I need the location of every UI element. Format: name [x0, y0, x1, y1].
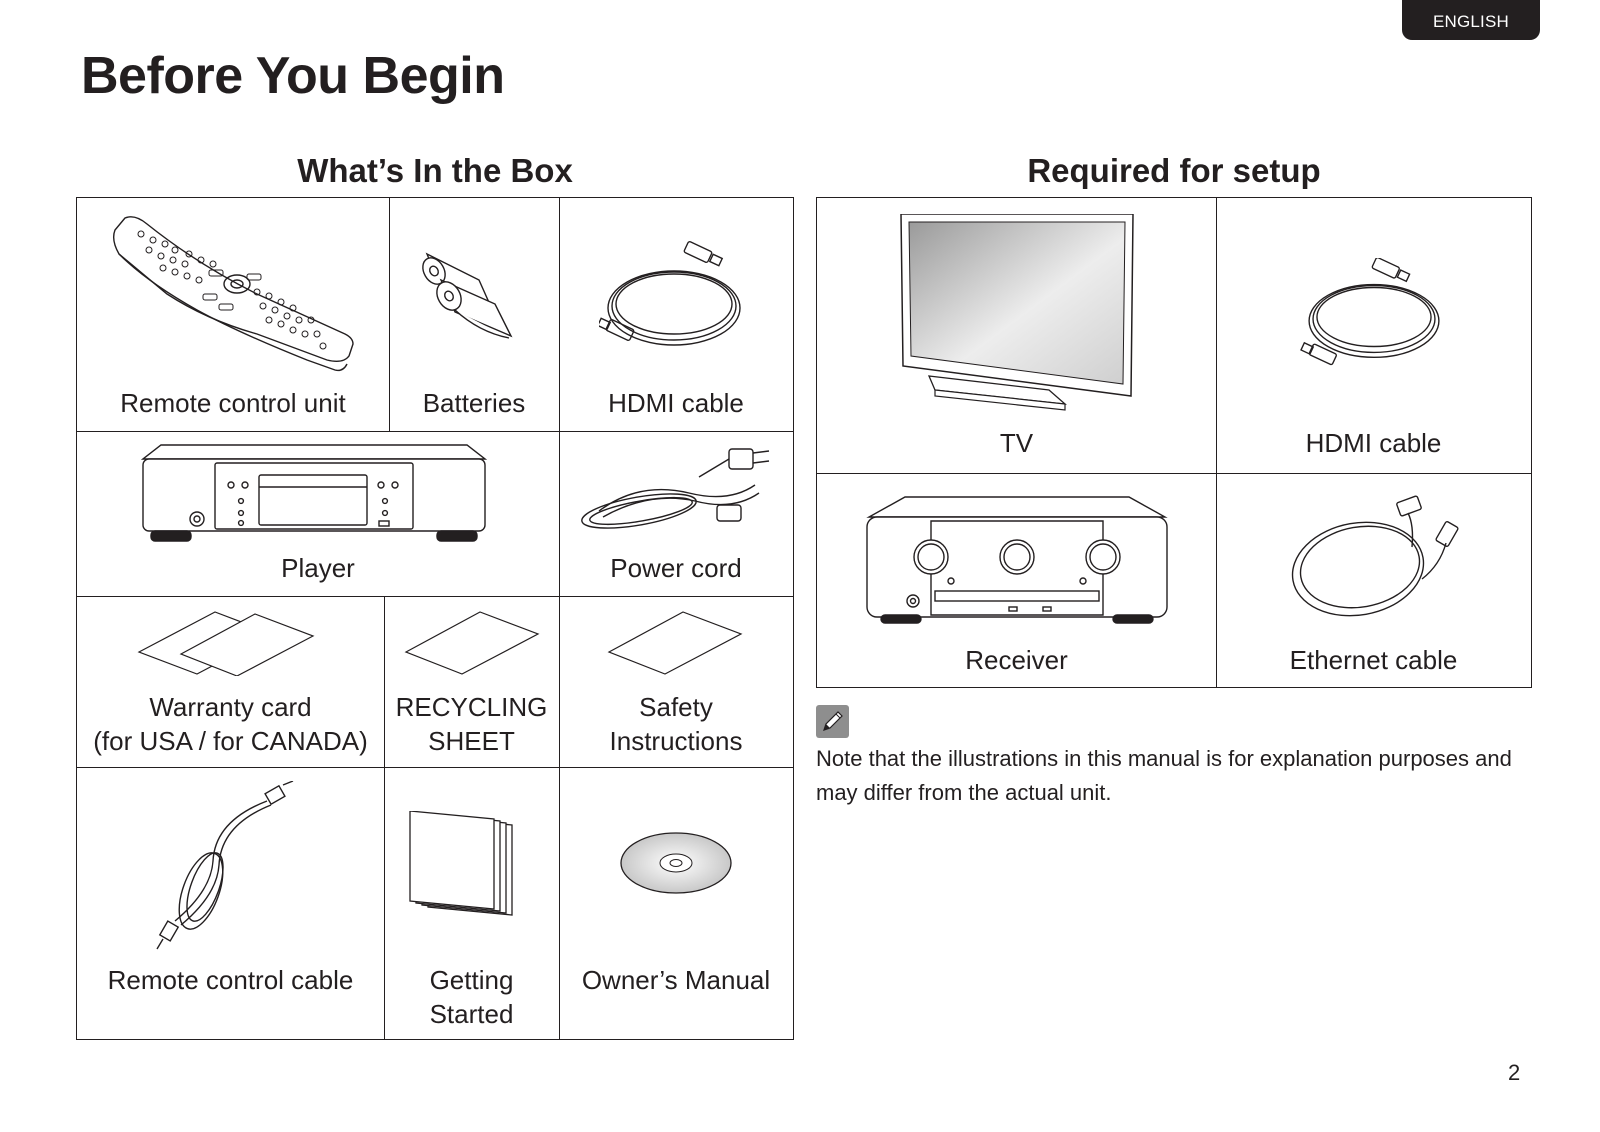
cell-recycling-sheet: RECYCLING SHEET [384, 596, 559, 767]
getting-started-booklet-icon [409, 811, 513, 916]
power-cord-icon [581, 448, 770, 529]
owners-manual-label: Owner’s Manual [581, 965, 771, 995]
hdmi-cable-icon [1300, 258, 1440, 366]
cell-power-cord: Power cord [559, 431, 793, 596]
note-text: Note that the illustrations in this manu… [816, 746, 1512, 805]
remote-control-icon [112, 216, 354, 372]
cell-tv: TV [817, 198, 1216, 473]
remote-control-cable-label: Remote control cable [107, 965, 354, 995]
cell-owners-manual: Owner’s Manual [559, 767, 793, 1040]
cell-safety-instructions: Safety Instructions [559, 596, 793, 767]
cell-ethernet-cable: Ethernet cable [1216, 473, 1531, 688]
player-label: Player [281, 553, 355, 583]
getting-started-label-line2: Started [429, 999, 514, 1029]
safety-label-line1: Safety [639, 692, 713, 722]
cell-remote-control-cable: Remote control cable [77, 767, 384, 1040]
cell-required-hdmi-cable: HDMI cable [1216, 198, 1531, 473]
batteries-label: Batteries [422, 388, 526, 418]
safety-label-line2: Instructions [609, 726, 743, 756]
remote-control-label: Remote control unit [120, 388, 346, 418]
player-device-icon [141, 444, 487, 542]
in-box-table: Remote control unit Batteries [76, 197, 794, 1040]
receiver-label: Receiver [965, 645, 1068, 675]
recycling-label-line2: SHEET [428, 726, 515, 756]
cell-hdmi-cable: HDMI cable [559, 198, 793, 431]
tv-icon [900, 214, 1134, 411]
power-cord-label: Power cord [610, 553, 742, 583]
getting-started-label-line1: Getting [429, 965, 514, 995]
required-setup-title: Required for setup [1027, 152, 1321, 189]
cell-batteries: Batteries [389, 198, 559, 431]
safety-instructions-icon [607, 611, 743, 675]
recycling-sheet-icon [404, 611, 540, 675]
hdmi-cable-icon [599, 241, 741, 346]
warranty-label-line1: Warranty card [149, 692, 312, 722]
recycling-label-line1: RECYCLING [395, 692, 548, 722]
cell-player: Player [77, 431, 559, 596]
hdmi-cable-label: HDMI cable [608, 388, 744, 418]
cell-getting-started: Getting Started [384, 767, 559, 1040]
page-title: Before You Begin [81, 47, 505, 105]
ethernet-cable-icon [1291, 495, 1459, 617]
pencil-note-icon [816, 705, 849, 738]
in-box-title: What’s In the Box [297, 152, 573, 189]
cell-warranty-card: Warranty card (for USA / for CANADA) [77, 596, 384, 767]
cell-receiver: Receiver [817, 473, 1216, 688]
cell-remote-control: Remote control unit [77, 198, 389, 431]
language-tab[interactable]: ENGLISH [1402, 0, 1540, 40]
receiver-device-icon [866, 496, 1168, 624]
warranty-label-line2: (for USA / for CANADA) [93, 726, 368, 756]
ethernet-cable-label: Ethernet cable [1289, 645, 1458, 675]
page-number: 2 [1508, 1060, 1521, 1085]
batteries-icon [422, 252, 513, 339]
required-hdmi-cable-label: HDMI cable [1305, 428, 1442, 458]
cd-rom-icon [620, 832, 732, 894]
required-setup-table: TV HDMI cable [816, 197, 1532, 688]
remote-control-cable-icon [156, 781, 294, 950]
tv-label: TV [999, 428, 1034, 458]
warranty-card-icon [137, 611, 315, 676]
